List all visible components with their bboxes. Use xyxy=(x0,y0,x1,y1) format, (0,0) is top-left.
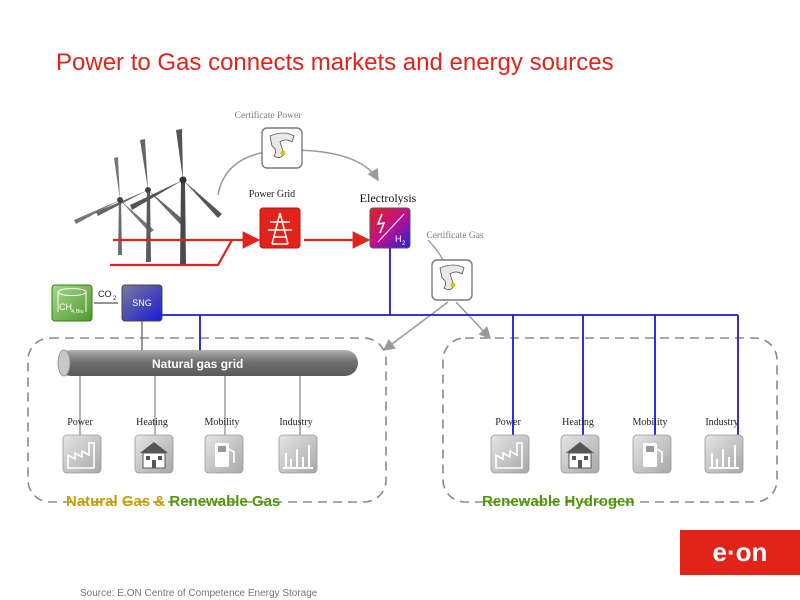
certificate-gas-label: Certificate Gas xyxy=(426,230,484,241)
left-group-label-part1: Natural Gas & xyxy=(66,493,169,510)
h2-label: H xyxy=(395,234,402,244)
natural-gas-grid-label: Natural gas grid xyxy=(152,357,243,371)
industry-icon xyxy=(704,434,744,474)
right-group-box xyxy=(442,337,778,503)
left-consumer-label-mobility: Mobility xyxy=(204,417,239,428)
power-grid-icon xyxy=(259,207,301,249)
electrolysis-label: Electrolysis xyxy=(360,191,417,205)
hydrogen-network xyxy=(148,248,739,445)
page-title: Power to Gas connects markets and energy… xyxy=(56,49,614,76)
right-consumer-label-power: Power xyxy=(495,417,521,428)
natural-gas-grid-pipe xyxy=(57,349,358,377)
sng-icon: SNG xyxy=(121,284,163,322)
house-icon xyxy=(560,434,600,474)
eon-logo-text: e·on xyxy=(713,537,768,567)
left-group-label: Natural Gas & Renewable Gas xyxy=(66,493,280,510)
h2-subscript: 2 xyxy=(402,241,406,247)
right-consumer-label-industry: Industry xyxy=(705,417,738,428)
house-icon xyxy=(134,434,174,474)
source-note: Source: E.ON Centre of Competence Energy… xyxy=(80,588,318,599)
certificate-gas-flow-left xyxy=(382,301,449,351)
certificate-gas-pointer xyxy=(427,239,445,263)
right-group-label: Renewable Hydrogen xyxy=(482,493,635,510)
factory-icon xyxy=(62,434,102,474)
ch4-bio-icon: CH 4,Bio xyxy=(51,284,93,322)
certificate-power-label: Certificate Power xyxy=(235,110,303,121)
left-consumer-label-heating: Heating xyxy=(136,417,168,428)
ch4-subscript: 4,Bio xyxy=(71,309,84,315)
eon-logo: e·on xyxy=(680,530,800,575)
factory-icon xyxy=(490,434,530,474)
sng-label: SNG xyxy=(132,298,152,308)
co2-label: CO xyxy=(98,289,112,299)
certificate-gas-flow-right xyxy=(455,301,492,340)
certificate-power-icon xyxy=(261,127,303,169)
left-group-label-part2: Renewable Gas xyxy=(169,493,280,510)
certificate-gas-icon xyxy=(431,259,473,301)
left-consumer-label-power: Power xyxy=(67,417,93,428)
co2-subscript: 2 xyxy=(113,296,117,302)
right-consumer-label-heating: Heating xyxy=(562,417,594,428)
power-grid-label: Power Grid xyxy=(249,189,295,200)
ch4-label: CH xyxy=(59,302,72,312)
electrolysis-icon: H 2 xyxy=(369,207,411,249)
industry-icon xyxy=(278,434,318,474)
fuel-pump-icon xyxy=(632,434,672,474)
left-consumer-label-industry: Industry xyxy=(279,417,312,428)
power-line-bottom xyxy=(110,239,233,267)
left-group-box xyxy=(27,337,387,503)
right-consumer-label-mobility: Mobility xyxy=(632,417,667,428)
fuel-pump-icon xyxy=(204,434,244,474)
wind-turbines-icon xyxy=(74,129,222,265)
gas-grid-connectors xyxy=(79,376,301,445)
